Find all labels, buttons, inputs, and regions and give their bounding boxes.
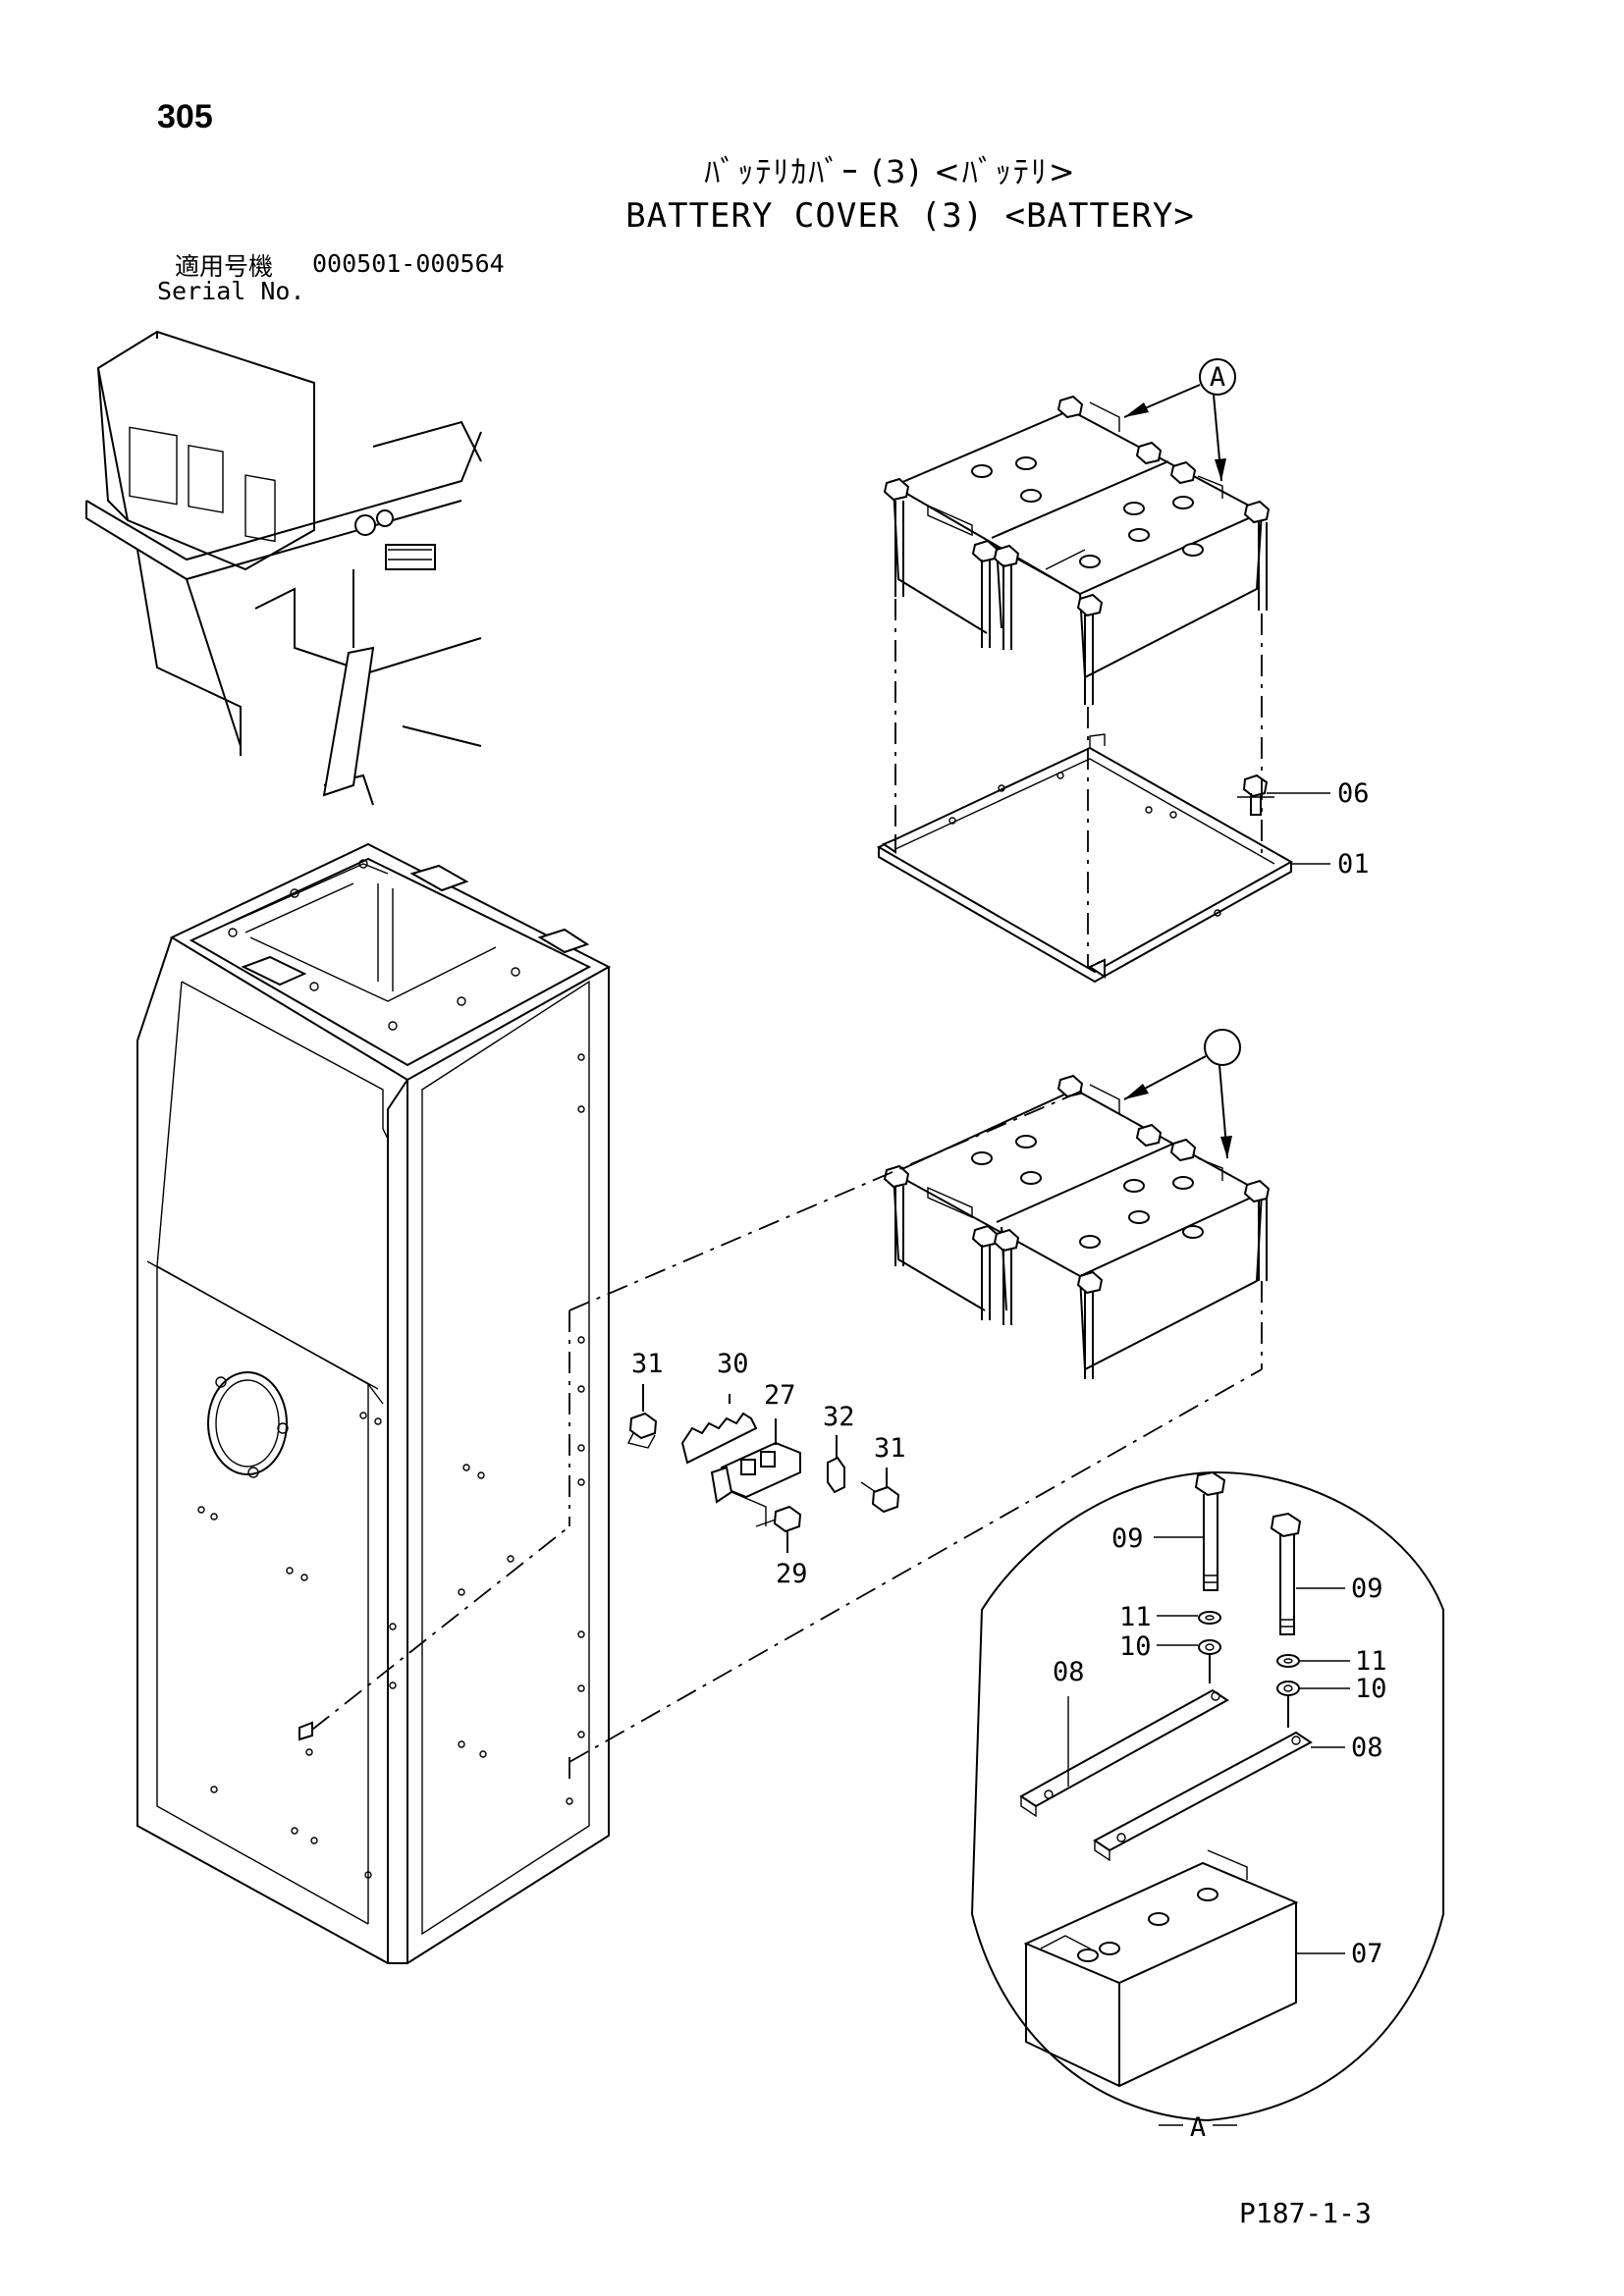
serial-label-english: Serial No. bbox=[157, 277, 305, 305]
battery-pair-middle bbox=[883, 1029, 1271, 1379]
callout-detail-a-bottom: A bbox=[1190, 2112, 1206, 2143]
page-reference: P187-1-3 bbox=[1239, 2197, 1372, 2229]
alignment-line bbox=[568, 1368, 1263, 1763]
battery-tray bbox=[876, 599, 1330, 984]
callout-01: 01 bbox=[1337, 849, 1370, 880]
alignment-line bbox=[311, 1525, 570, 1731]
callout-30: 30 bbox=[717, 1349, 749, 1379]
title-japanese: ﾊﾞｯﾃﾘｶﾊﾞｰ (3) <ﾊﾞｯﾃﾘ> bbox=[704, 153, 1077, 190]
callout-31-right: 31 bbox=[874, 1433, 906, 1464]
callout-29: 29 bbox=[776, 1559, 808, 1589]
callout-11-left: 11 bbox=[1119, 1602, 1152, 1632]
detail-a-view bbox=[970, 1470, 1444, 2126]
callout-detail-a-top: A bbox=[1210, 362, 1225, 393]
page-number: 305 bbox=[157, 98, 213, 135]
callout-10-left: 10 bbox=[1119, 1631, 1152, 1662]
callout-27: 27 bbox=[764, 1380, 796, 1411]
callout-09-right: 09 bbox=[1351, 1574, 1383, 1604]
callout-09-left: 09 bbox=[1111, 1523, 1144, 1554]
battery-box-housing bbox=[136, 842, 612, 1964]
callout-08-left: 08 bbox=[1053, 1657, 1085, 1687]
alignment-line bbox=[568, 1089, 1086, 1311]
terminal-hardware-group bbox=[626, 1384, 900, 1553]
callout-07: 07 bbox=[1351, 1939, 1383, 1969]
serial-range: 000501-000564 bbox=[312, 249, 505, 278]
machine-overview bbox=[85, 330, 482, 806]
callout-08-right: 08 bbox=[1351, 1733, 1383, 1763]
callout-32: 32 bbox=[823, 1402, 855, 1432]
callout-11-right: 11 bbox=[1355, 1646, 1387, 1677]
battery-pair-top bbox=[883, 358, 1271, 705]
callout-31-left: 31 bbox=[631, 1349, 664, 1379]
title-english: BATTERY COVER (3) <BATTERY> bbox=[625, 196, 1195, 236]
callout-10-right: 10 bbox=[1355, 1674, 1387, 1704]
callout-06: 06 bbox=[1337, 778, 1370, 809]
serial-label-japanese: 適用号機 bbox=[175, 252, 274, 281]
